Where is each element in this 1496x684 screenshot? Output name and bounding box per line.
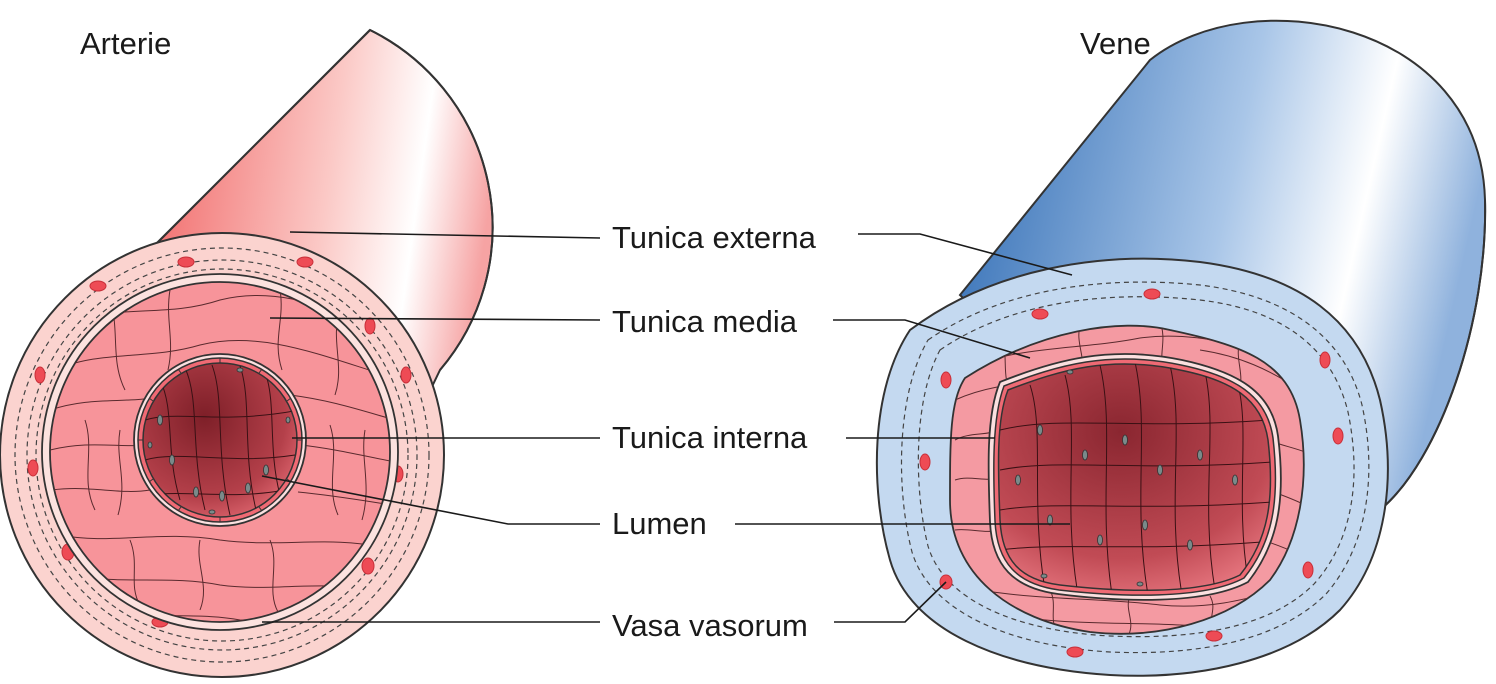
leader-media-vein	[833, 319, 1031, 359]
label-lumen: Lumen	[612, 506, 707, 541]
leader-lines	[261, 231, 1073, 623]
leader-vasa-vein	[834, 581, 947, 623]
label-tunica-externa: Tunica externa	[612, 220, 816, 255]
label-vasa-vasorum: Vasa vasorum	[612, 608, 808, 643]
leader-externa-artery	[289, 231, 601, 239]
leader-media-artery	[269, 317, 601, 321]
leader-externa-vein	[858, 233, 1073, 276]
label-tunica-interna: Tunica interna	[612, 420, 808, 455]
vein-vasa-vasorum	[919, 288, 1344, 658]
artery-title: Arterie	[80, 26, 172, 61]
vein-title: Vene	[1080, 26, 1151, 61]
vein-lumen	[997, 363, 1272, 592]
vein-illustration	[875, 19, 1487, 677]
leader-lumen-artery	[261, 475, 600, 525]
artery-illustration	[0, 28, 494, 678]
label-tunica-media: Tunica media	[612, 304, 797, 339]
